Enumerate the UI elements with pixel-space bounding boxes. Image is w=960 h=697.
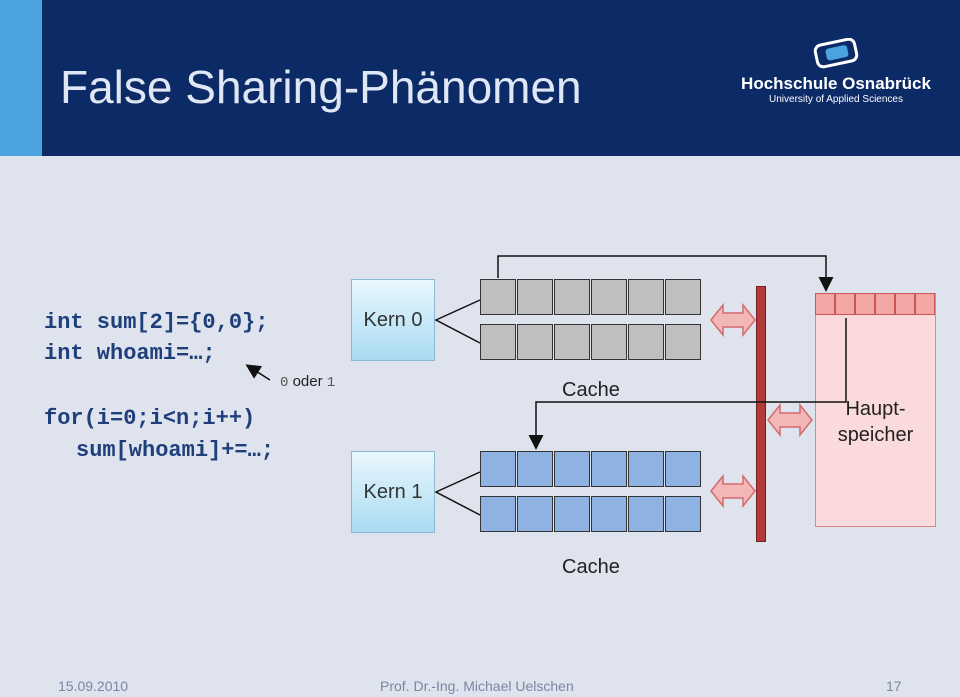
memory-label: Haupt- speicher: [815, 396, 936, 448]
memory-label-line-1: Haupt-: [845, 398, 906, 420]
load-arrow-to-memory: [497, 255, 834, 292]
cache-line-cell: [665, 496, 701, 532]
cache-line-cell: [480, 496, 516, 532]
cache-line-cell: [480, 451, 516, 487]
whoami-note: 0 oder 1: [280, 373, 335, 391]
bidirectional-arrow-icon: [710, 302, 756, 338]
cache-line-cell: [517, 496, 553, 532]
footer-author: Prof. Dr.-Ing. Michael Uelschen: [380, 678, 574, 694]
header-bar: [0, 0, 960, 156]
code-line-1: int sum[2]={0,0};: [44, 310, 269, 335]
bidirectional-arrow-icon: [710, 473, 756, 509]
cache-line-cell: [554, 279, 590, 315]
cache-line-cell: [628, 324, 664, 360]
note-oder: oder: [292, 373, 323, 390]
note-one: 1: [326, 375, 336, 391]
memory-cell: [875, 293, 895, 315]
cache-0-row-2: [480, 324, 702, 360]
cache-1-row-1: [480, 451, 702, 487]
cache-line-cell: [554, 324, 590, 360]
footer-date: 15.09.2010: [58, 678, 129, 694]
cache-label-bottom: Cache: [562, 556, 620, 578]
logo-name: Hochschule Osnabrück: [741, 74, 931, 93]
cache-line-cell: [554, 496, 590, 532]
code-line-2: int whoami=…;: [44, 341, 216, 366]
memory-cell: [915, 293, 935, 315]
cache-line-cell: [517, 279, 553, 315]
memory-cell: [895, 293, 915, 315]
cache-line-cell: [628, 279, 664, 315]
cache-line-cell: [665, 324, 701, 360]
cache-line-cell: [517, 451, 553, 487]
logo-subtitle: University of Applied Sciences: [769, 94, 903, 105]
core-0-cache-link: [434, 299, 481, 344]
bidirectional-arrow-icon: [767, 402, 813, 438]
cache-line-cell: [628, 451, 664, 487]
cache-line-cell: [591, 324, 627, 360]
memory-cell: [815, 293, 835, 315]
footer-page-number: 17: [886, 678, 902, 694]
core-1: Kern 1: [351, 451, 435, 533]
memory-bus: [756, 286, 766, 542]
code-line-3: for(i=0;i<n;i++): [44, 406, 256, 431]
cache-line-cell: [591, 496, 627, 532]
logo-mark-icon: [813, 38, 859, 69]
whoami-note-arrow-icon: [245, 364, 271, 381]
cache-line-cell: [628, 496, 664, 532]
memory-cell: [855, 293, 875, 315]
memory-label-line-2: speicher: [837, 424, 914, 446]
cache-line-cell: [554, 451, 590, 487]
cache-0-row-1: [480, 279, 702, 315]
memory-line-row: [815, 293, 935, 315]
header-accent: [0, 0, 42, 156]
cache-line-cell: [591, 279, 627, 315]
code-line-4: sum[whoami]+=…;: [76, 438, 275, 463]
cache-line-cell: [480, 324, 516, 360]
slide-title: False Sharing-Phänomen: [60, 61, 582, 113]
cache-line-cell: [665, 279, 701, 315]
core-1-label: Kern 1: [363, 480, 423, 503]
core-1-cache-link: [434, 471, 481, 516]
cache-line-cell: [665, 451, 701, 487]
cache-line-cell: [517, 324, 553, 360]
cache-label-top: Cache: [562, 379, 620, 401]
cache-1-row-2: [480, 496, 702, 532]
core-0-label: Kern 0: [363, 308, 423, 331]
cache-line-cell: [480, 279, 516, 315]
load-arrow-to-cache-1: [528, 318, 847, 450]
note-zero: 0: [280, 375, 289, 391]
university-logo: Hochschule Osnabrück University of Appli…: [736, 38, 936, 108]
memory-cell: [835, 293, 855, 315]
cache-line-cell: [591, 451, 627, 487]
